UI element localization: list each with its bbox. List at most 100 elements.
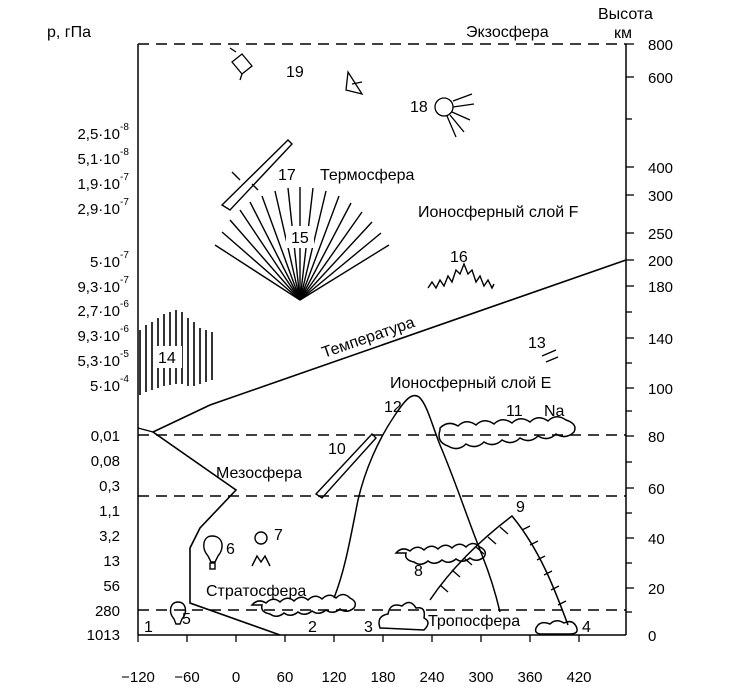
thermosphere-label: Термосфера [320,167,415,184]
rocket-icon [220,139,293,211]
marker-4: 4 [582,619,591,636]
height-label: 200 [648,253,673,270]
satellite-icon [229,47,253,81]
pressure-exponent: -6 [120,299,129,310]
height-label: 100 [648,381,673,398]
height-label: 400 [648,160,673,177]
meteor-rocket-body [314,432,377,499]
meteor-trails [541,349,559,363]
pressure-tick: 2,7·10 [77,303,120,320]
sun-icon [434,93,475,138]
satellite-antenna [239,73,243,81]
pressure-tick: 2,5·10 [77,126,120,143]
pressure-exponents: -8 -8 -7 -7 -7 -7 -6 -6 -5 -4 [120,122,129,385]
rocket-fin [251,183,259,191]
ozone-hatch [499,526,509,535]
pressure-exponent: -7 [120,197,129,208]
temperature-label: −120 [121,669,155,686]
sun-ray [446,115,457,138]
na-cloud [438,416,576,450]
aurora-fan [214,187,390,301]
pressure-tick: 9,3·10 [77,279,120,296]
temperature-label: 360 [517,669,542,686]
pressure-exponent: -4 [120,374,129,385]
satellite-body [231,53,253,75]
pressure-axis-title: p, гПа [47,24,91,41]
marker-5: 5 [182,611,191,628]
aurora-ray [299,195,340,301]
marker-3: 3 [364,619,373,636]
ozone-hatch [536,555,546,561]
sun-disc [434,97,454,117]
meteor-trail [541,349,557,357]
temperature-label: 120 [321,669,346,686]
marker-8: 8 [414,563,423,580]
pressure-tick: 1013 [87,627,120,644]
aurora-ray [299,232,382,301]
marker-1: 1 [144,619,153,636]
stratosphere-label: Стратосфера [206,583,306,600]
pressure-exponent: -7 [120,250,129,261]
pressure-tick: 5,1·10 [77,151,120,168]
temperature-label: 60 [277,669,294,686]
temperature-curve-tail [137,427,154,433]
meteor-trail [545,356,559,363]
marker-7: 7 [274,527,283,544]
marker-17: 17 [278,167,296,184]
marker-18: 18 [410,99,428,116]
ozone-hatch [451,569,461,578]
pressure-tick: 3,2 [99,528,120,545]
numbered-markers: 1 2 3 4 5 6 7 8 9 10 11 12 13 14 15 16 1… [144,64,591,636]
marker-10: 10 [328,441,346,458]
ozone-hatch [521,525,531,531]
marker-2: 2 [308,619,317,636]
radiosonde-icon [251,531,271,567]
pressure-exponent: -7 [120,275,129,286]
aurora-ray [299,202,352,301]
low-cloud [534,620,578,635]
pressure-tick-labels: 2,5·10 5,1·10 1,9·10 2,9·10 5·10 9,3·10 … [77,126,120,644]
radiosonde-sphere [254,531,268,545]
height-label: 140 [648,331,673,348]
height-label: 40 [648,531,665,548]
pressure-tick: 0,3 [99,478,120,495]
temperature-label: 240 [419,669,444,686]
height-axis-title-1: Высота [598,6,653,23]
sun-ray [451,111,471,121]
height-label: 20 [648,581,665,598]
marker-12: 12 [384,399,402,416]
pressure-exponent: -6 [120,324,129,335]
ionosphere-e-label: Ионосферный слой Е [390,375,551,392]
temperature-label: 0 [232,669,240,686]
plot-frame [137,44,627,636]
balloon-envelope [203,535,223,563]
height-label: 180 [648,279,673,296]
height-tick-labels: 800 600 400 300 250 200 180 140 100 80 6… [648,37,673,645]
marker-13: 13 [528,335,546,352]
aurora-ray [249,201,301,301]
ozone-hatch [550,585,560,591]
ozone-hatch [487,536,497,545]
pressure-tick: 5,3·10 [77,353,120,370]
balloon-icon [203,535,223,570]
height-label: 0 [648,628,656,645]
marker-14: 14 [158,350,176,367]
aurora-ray [221,231,301,301]
pressure-tick: 9,3·10 [77,328,120,345]
marker-19: 19 [286,64,304,81]
ozone-curve [429,514,569,626]
marker-16: 16 [450,249,468,266]
temperature-label: 180 [370,669,395,686]
spacecraft-panel [351,81,363,85]
troposphere-label: Тропосфера [428,613,520,630]
height-label: 800 [648,37,673,54]
pressure-tick: 13 [103,553,120,570]
temperature-tick-marks [137,635,580,642]
aurora-ray [229,219,301,301]
pressure-tick: 0,08 [91,453,120,470]
ozone-hatch [543,570,553,576]
aurora-ray [214,244,301,301]
height-label: 250 [648,226,673,243]
sun-ray [452,103,475,108]
